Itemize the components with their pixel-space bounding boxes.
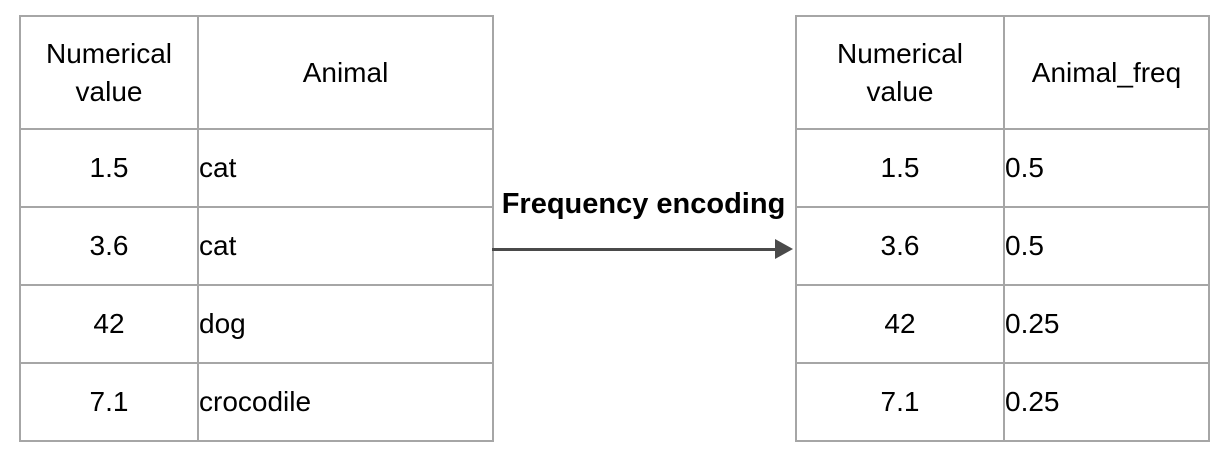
cell-numerical-value: 7.1: [19, 362, 199, 442]
cell-numerical-value: 42: [795, 284, 1005, 364]
column-header-label: Numerical value: [836, 37, 964, 107]
column-header-label: Animal_freq: [1031, 56, 1182, 88]
column-header-numerical-value: Numerical value: [795, 15, 1005, 130]
encoded-table: Numerical value Animal_freq 1.5 0.5 3.6 …: [795, 15, 1210, 442]
table-row: 1.5 cat: [19, 128, 494, 208]
source-table: Numerical value Animal 1.5 cat 3.6 cat 4…: [19, 15, 494, 442]
cell-numerical-value: 1.5: [795, 128, 1005, 208]
table-row: 3.6 0.5: [795, 206, 1210, 286]
table-row: 42 0.25: [795, 284, 1210, 364]
cell-animal: dog: [197, 284, 494, 364]
column-header-numerical-value: Numerical value: [19, 15, 199, 130]
cell-animal: cat: [197, 206, 494, 286]
cell-animal-freq: 0.5: [1003, 128, 1210, 208]
cell-numerical-value: 7.1: [795, 362, 1005, 442]
table-header-row: Numerical value Animal_freq: [795, 15, 1210, 130]
right-arrow-head-icon: [775, 239, 793, 259]
cell-animal: cat: [197, 128, 494, 208]
table-row: 7.1 crocodile: [19, 362, 494, 442]
column-header-label: Numerical value: [45, 37, 173, 107]
table-header-row: Numerical value Animal: [19, 15, 494, 130]
cell-numerical-value: 3.6: [19, 206, 199, 286]
column-header-label: Animal: [302, 56, 389, 88]
table-row: 42 dog: [19, 284, 494, 364]
cell-numerical-value: 3.6: [795, 206, 1005, 286]
table-row: 1.5 0.5: [795, 128, 1210, 208]
cell-animal-freq: 0.25: [1003, 284, 1210, 364]
table-row: 3.6 cat: [19, 206, 494, 286]
column-header-animal-freq: Animal_freq: [1003, 15, 1210, 130]
table-row: 7.1 0.25: [795, 362, 1210, 442]
cell-animal-freq: 0.25: [1003, 362, 1210, 442]
cell-numerical-value: 42: [19, 284, 199, 364]
transform-label: Frequency encoding: [501, 188, 786, 220]
cell-numerical-value: 1.5: [19, 128, 199, 208]
column-header-animal: Animal: [197, 15, 494, 130]
cell-animal-freq: 0.5: [1003, 206, 1210, 286]
right-arrow-line: [492, 248, 775, 251]
cell-animal: crocodile: [197, 362, 494, 442]
